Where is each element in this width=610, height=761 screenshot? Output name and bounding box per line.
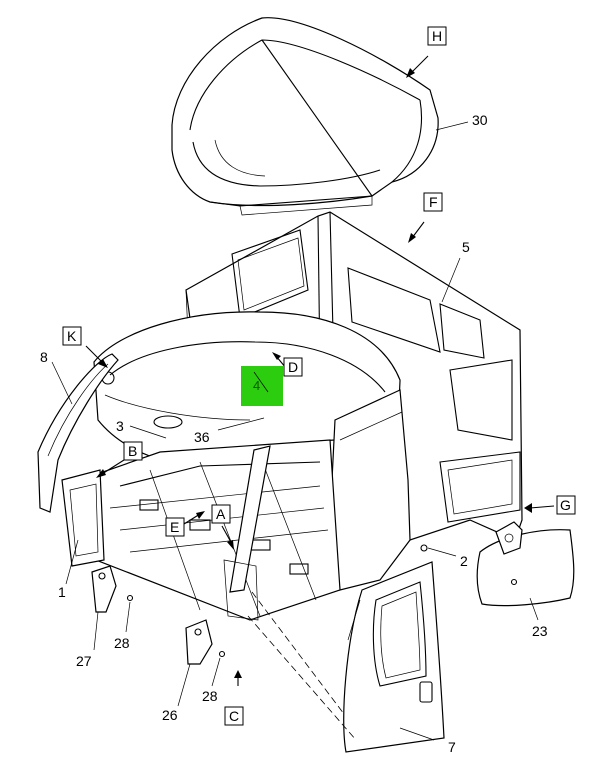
view-label-D: D — [283, 357, 303, 377]
svg-text:F: F — [429, 194, 438, 210]
svg-text:A: A — [216, 506, 226, 522]
callout-2: 2 — [460, 553, 468, 569]
a-pillar-trim — [37, 353, 119, 567]
svg-text:G: G — [560, 497, 571, 513]
front-mount-bracket-right — [185, 619, 226, 665]
cab-floor — [79, 439, 341, 621]
part-callouts: 30 5 8 3 36 1 2 27 28 26 28 7 23 — [40, 112, 548, 755]
callout-5: 5 — [462, 239, 470, 255]
svg-text:D: D — [288, 359, 298, 375]
callout-8: 8 — [40, 349, 48, 365]
callout-28a: 28 — [114, 635, 130, 651]
callout-7: 7 — [448, 739, 456, 755]
callout-4: 4 — [253, 378, 260, 393]
callout-28b: 28 — [202, 688, 218, 704]
view-label-E: E — [165, 517, 185, 537]
cab-door — [343, 561, 445, 753]
svg-text:C: C — [229, 708, 239, 724]
view-label-G: G — [556, 495, 576, 515]
view-label-K: K — [62, 326, 82, 346]
leader-lines — [51, 121, 539, 741]
callout-30: 30 — [472, 112, 488, 128]
svg-text:H: H — [432, 28, 442, 44]
svg-text:B: B — [128, 443, 137, 459]
callout-3: 3 — [116, 418, 124, 434]
svg-text:K: K — [67, 328, 77, 344]
callout-23: 23 — [532, 623, 548, 639]
callout-1: 1 — [58, 584, 66, 600]
view-label-B: B — [123, 441, 143, 461]
front-mount-bracket-left — [91, 565, 134, 613]
callout-26: 26 — [162, 707, 178, 723]
view-label-H: H — [427, 26, 447, 46]
view-label-A: A — [211, 504, 231, 524]
door-alignment-lines — [247, 591, 357, 741]
highlight-part-4 — [241, 366, 283, 406]
view-label-C: C — [224, 706, 244, 726]
access-panel — [476, 521, 575, 607]
svg-text:E: E — [170, 519, 179, 535]
roof-cap — [171, 17, 439, 216]
callout-36: 36 — [194, 429, 210, 445]
view-label-F: F — [423, 192, 443, 212]
view-arrows — [85, 55, 555, 686]
callout-27: 27 — [76, 653, 92, 669]
